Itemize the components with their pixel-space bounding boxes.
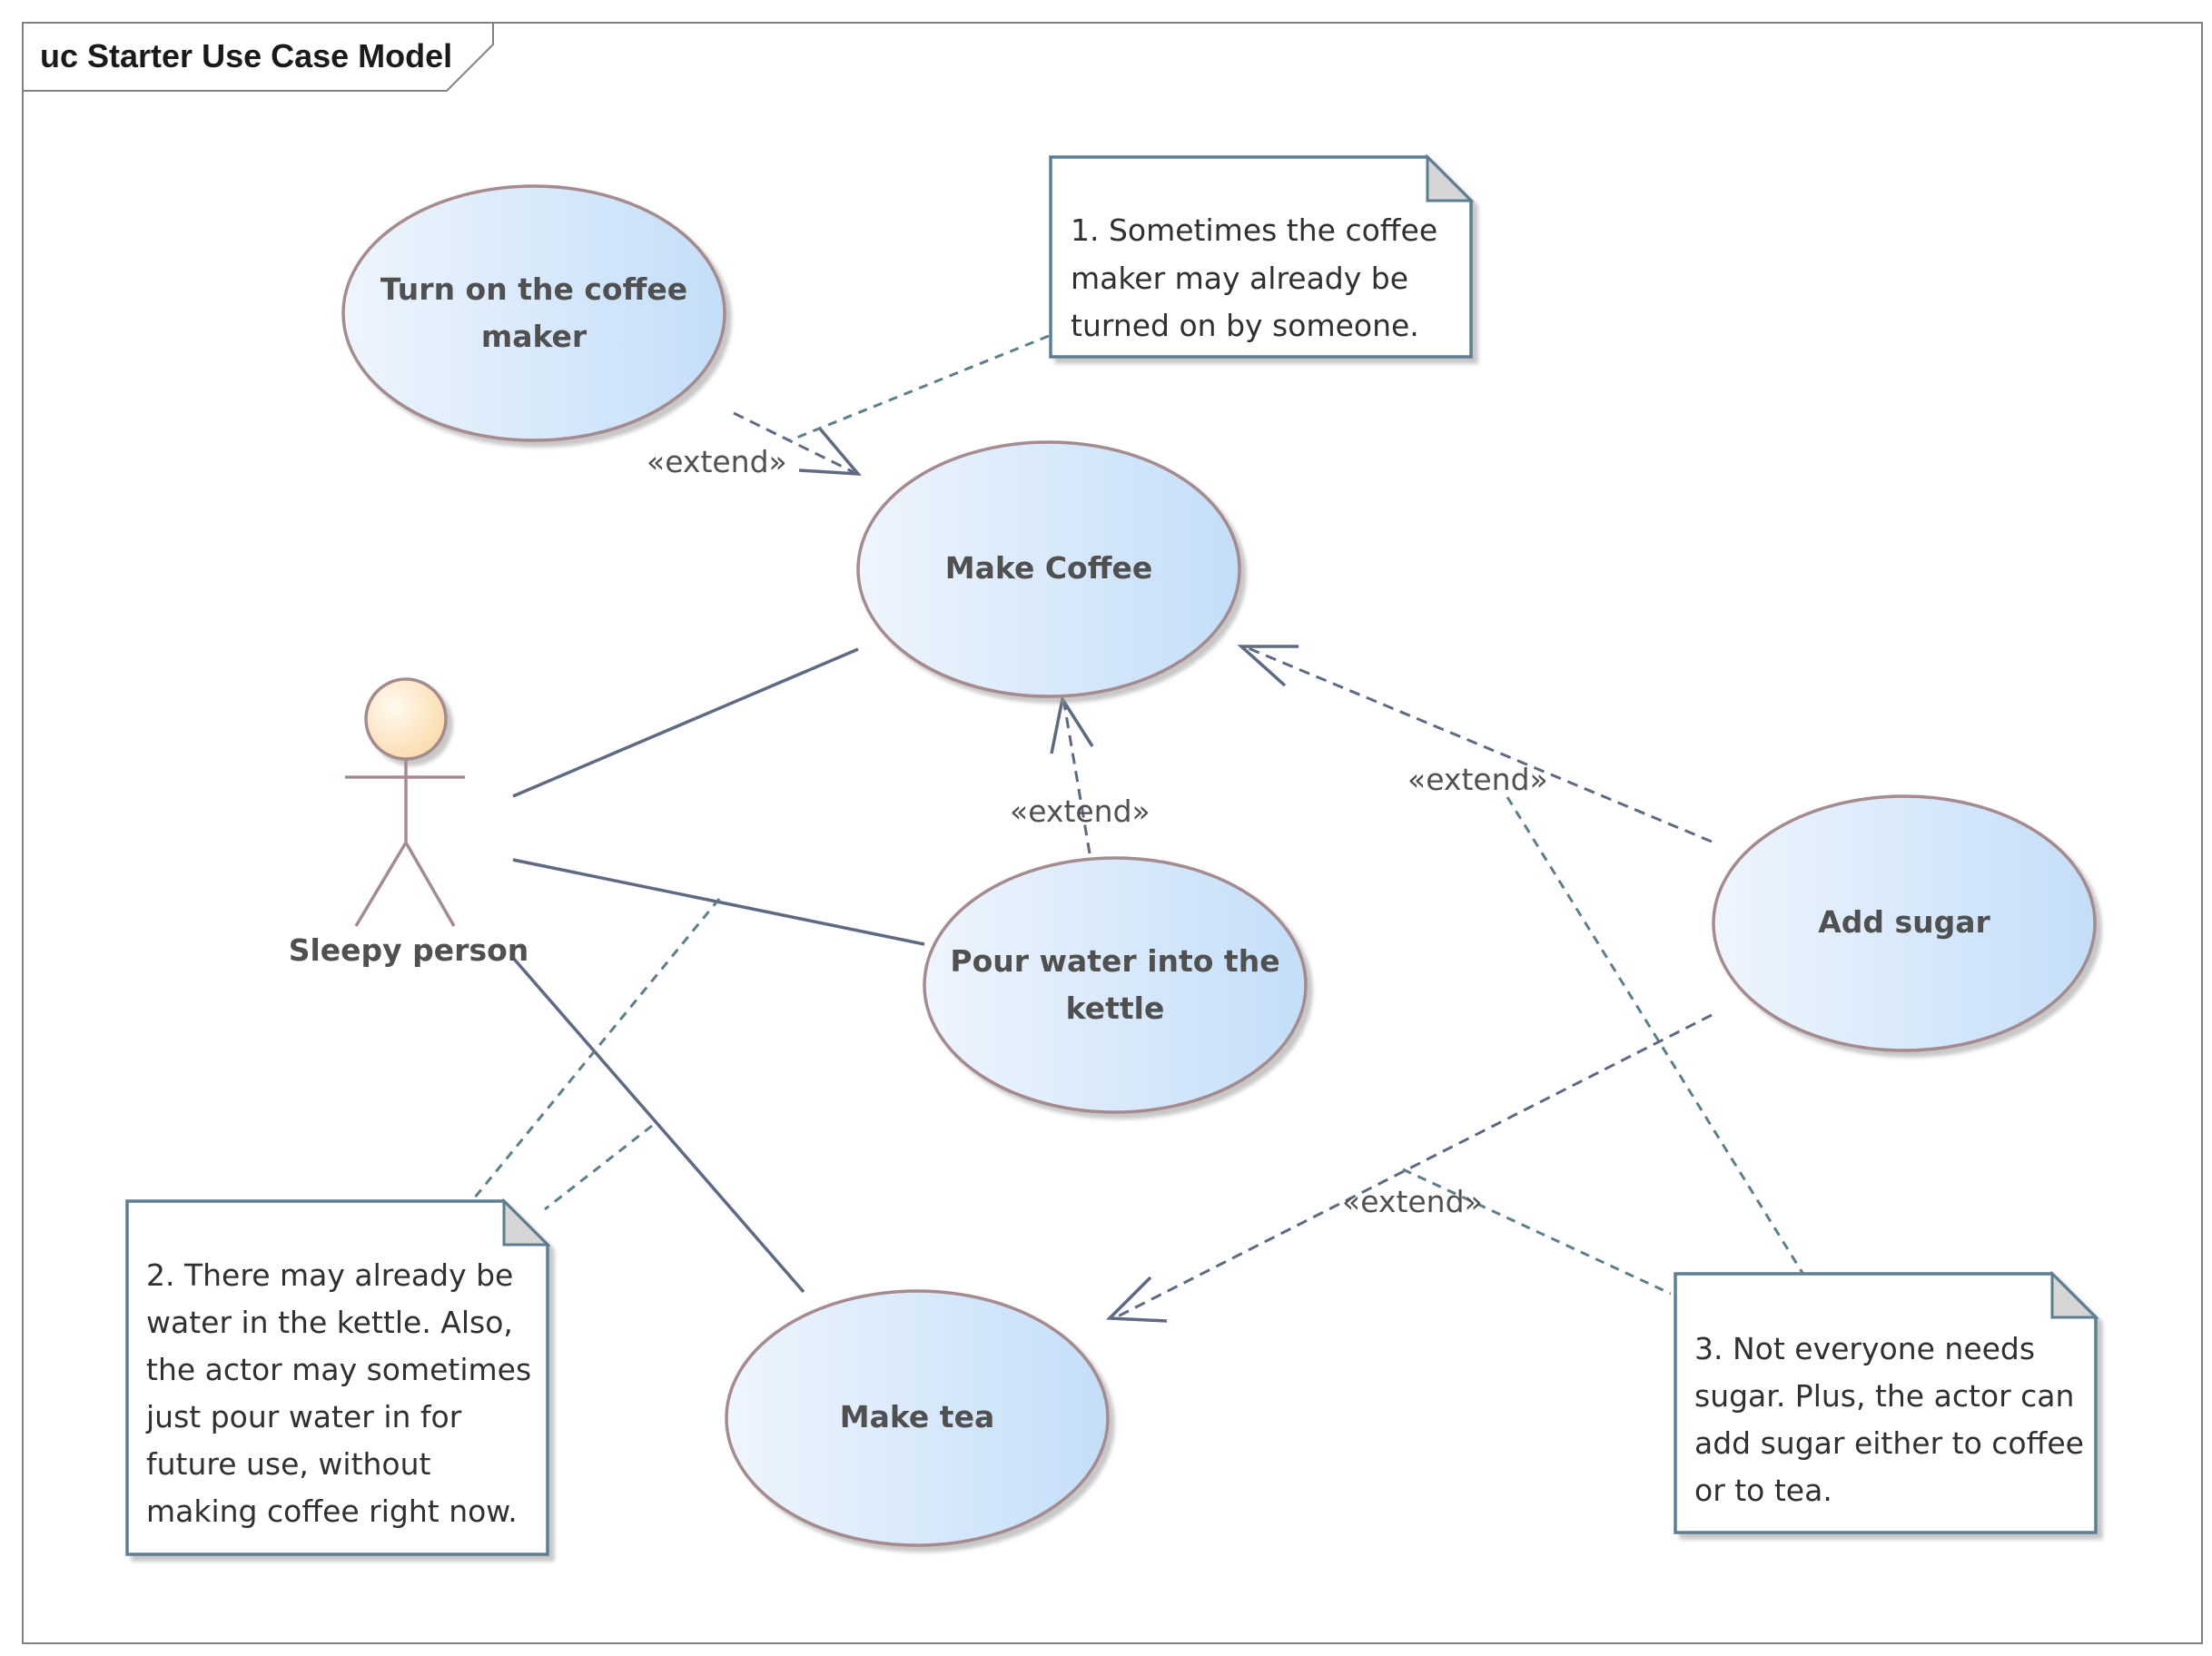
extend-line-turn-on[interactable] [733,411,854,474]
extend-label-sugar-coffee: «extend» [1407,762,1548,797]
note3-link-coffee-extend[interactable] [1506,796,1804,1274]
use-case-label-line: Add sugar [1818,904,1990,940]
note-text-line: just pour water in for [145,1399,462,1434]
extend-line-sugar-coffee[interactable] [1243,645,1713,843]
note-text-line: add sugar either to coffee [1694,1425,2084,1461]
note3-link-tea-extend[interactable] [1402,1168,1672,1296]
note-text-line: future use, without [146,1446,431,1482]
association-pour-water[interactable] [512,858,925,946]
extend-label-sugar-tea: «extend» [1342,1184,1483,1219]
note-1[interactable]: 1. Sometimes the coffee maker may alread… [1049,153,1475,359]
association-make-coffee[interactable] [512,647,859,798]
use-case-label-line: Make tea [840,1399,994,1434]
use-case-label-line: maker [481,319,588,354]
note-text-line: 3. Not everyone needs [1694,1331,2035,1366]
note1-link[interactable] [789,334,1050,442]
diagram-frame: uc Starter Use Case Model [22,22,2203,1644]
note-2[interactable]: 2. There may already be water in the ket… [125,1198,551,1556]
extend-arrowhead-sugar-coffee [1237,645,1299,687]
extend-arrowhead-sugar-tea [1105,1276,1168,1323]
use-case-label-line: Pour water into the [950,943,1279,979]
note-links [472,334,1804,1296]
note-text-line: turned on by someone. [1071,308,1419,343]
extend-label-turn-on: «extend» [647,444,787,479]
use-case-make-tea[interactable]: Make tea [725,1289,1110,1547]
extend-relations [733,411,1713,1323]
note-text-line: maker may already be [1071,261,1408,296]
use-case-label-line: Turn on the coffee [380,271,687,307]
frame-title: uc Starter Use Case Model [40,37,452,74]
extend-line-pour-water[interactable] [1062,703,1091,854]
associations [511,647,925,1294]
note-text-line: 1. Sometimes the coffee [1071,212,1437,248]
actor-sleepy-person[interactable]: Sleepy person [289,677,529,968]
note-3[interactable]: 3. Not everyone needs sugar. Plus, the a… [1674,1270,2099,1534]
actor-name: Sleepy person [289,932,529,968]
use-case-label-line: Make Coffee [945,550,1152,586]
extend-arrowhead-turn-on [798,426,862,476]
note-text-line: sugar. Plus, the actor can [1694,1378,2074,1414]
note-text-line: the actor may sometimes [146,1352,531,1387]
actor-head-icon [364,677,448,761]
note-text-line: 2. There may already be [146,1257,513,1293]
extend-arrowhead-pour-water [1050,695,1094,754]
note2-link-association[interactable] [544,1124,653,1211]
use-case-add-sugar[interactable]: Add sugar [1712,794,2097,1052]
use-case-turn-on-coffee-maker[interactable]: Turn on the coffee maker [341,184,726,442]
note-text-line: water in the kettle. Also, [146,1305,513,1340]
extend-label-pour-water: «extend» [1010,794,1150,829]
note-text-line: making coffee right now. [146,1493,518,1529]
use-case-make-coffee[interactable]: Make Coffee [856,440,1241,698]
use-case-label-line: kettle [1066,991,1165,1026]
association-make-tea[interactable] [511,956,805,1294]
use-case-pour-water[interactable]: Pour water into the kettle [923,856,1308,1114]
note-text-line: or to tea. [1694,1473,1832,1508]
extend-line-sugar-tea[interactable] [1111,1013,1713,1321]
